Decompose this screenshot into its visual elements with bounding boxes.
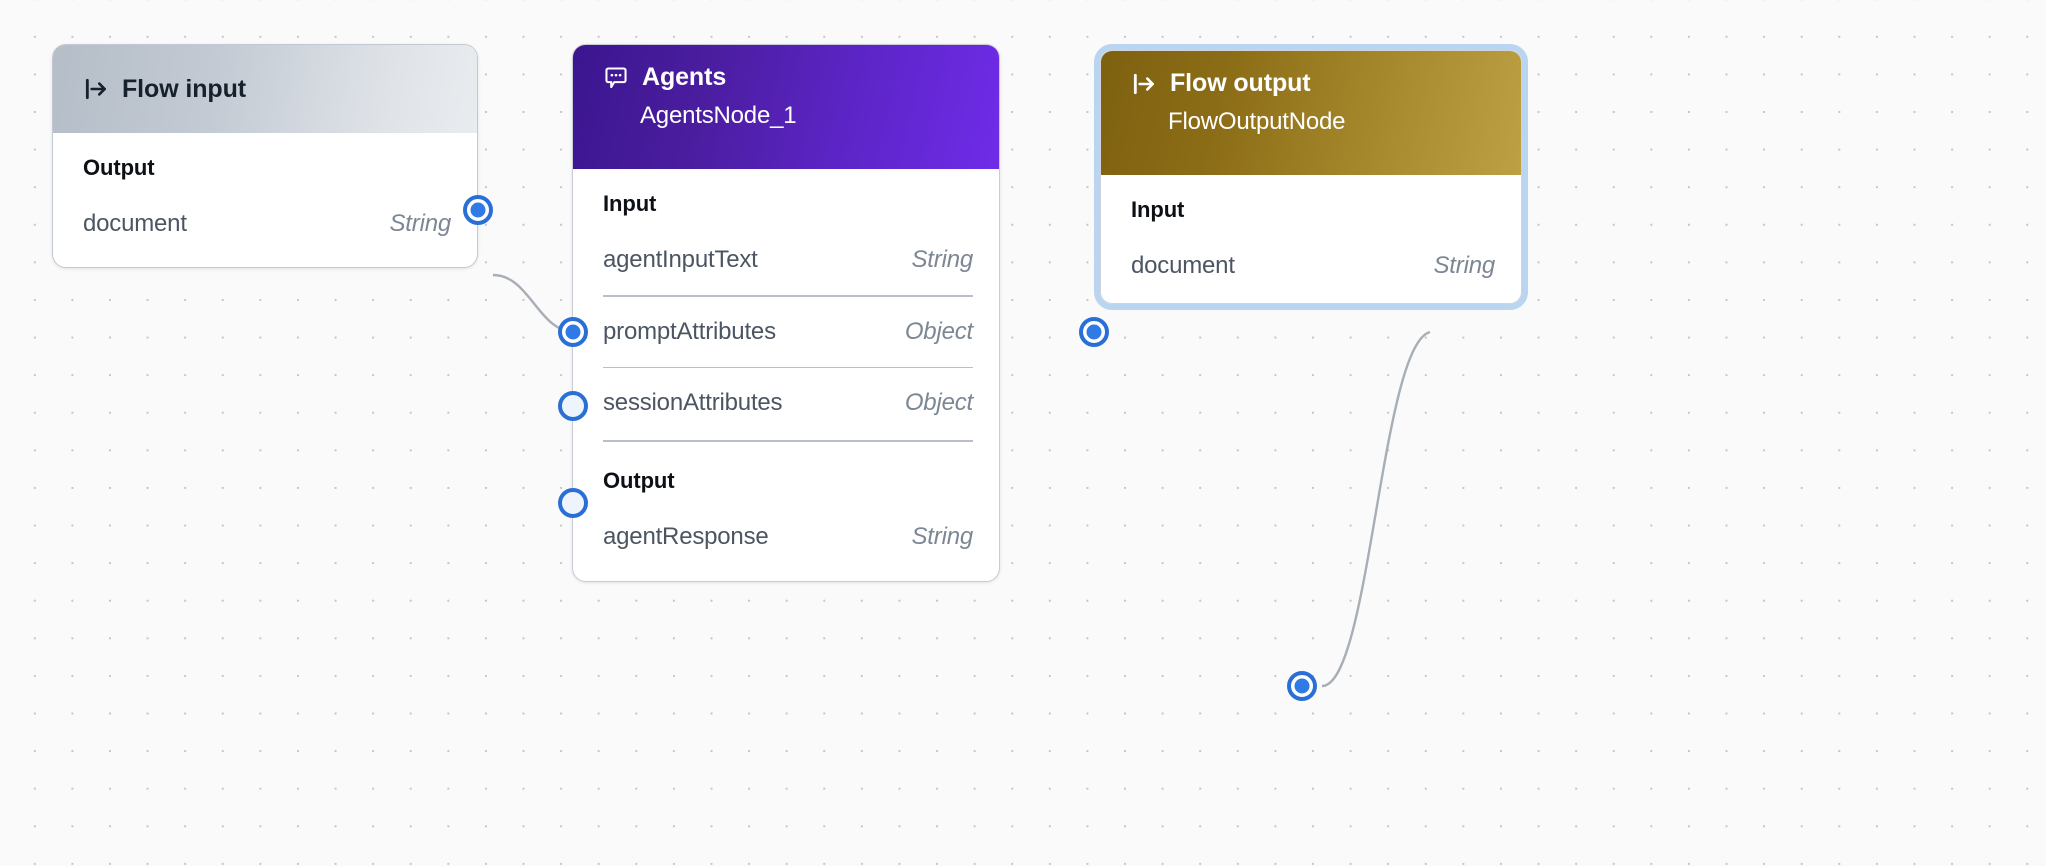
io-type: String — [1433, 252, 1496, 279]
node-flow-output-subtitle: FlowOutputNode — [1168, 108, 1346, 135]
node-flow-output-header: Flow output FlowOutputNode — [1101, 51, 1521, 175]
io-type: String — [911, 522, 974, 550]
chat-bubble-dots-icon — [603, 65, 629, 91]
io-type: String — [389, 210, 452, 237]
io-name: promptAttributes — [603, 317, 776, 345]
io-type: String — [911, 246, 974, 273]
node-flow-output[interactable]: Flow output FlowOutputNode Input documen… — [1100, 50, 1522, 304]
io-name: sessionAttributes — [603, 389, 783, 416]
section-label-output: Output — [603, 467, 675, 493]
port-flow-input-document-output[interactable] — [463, 195, 493, 225]
section-label-input: Input — [603, 191, 657, 216]
section-label-output: Output — [83, 155, 155, 180]
io-name: agentInputText — [603, 246, 758, 273]
port-core — [1294, 678, 1310, 694]
port-agents-agentresponse-output[interactable] — [1287, 671, 1317, 701]
row-divider — [603, 295, 973, 297]
node-flow-output-title: Flow output — [1170, 69, 1311, 97]
flow-output-arrow-icon — [1131, 71, 1157, 97]
node-flow-input[interactable]: Flow input Output document String — [52, 44, 478, 268]
flow-input-arrow-icon — [83, 76, 109, 102]
port-agents-sessionattributes-input[interactable] — [558, 488, 588, 518]
row-divider — [603, 440, 973, 442]
node-agents[interactable]: Agents AgentsNode_1 Input agentInputText… — [572, 44, 1000, 582]
section-label-input: Input — [1131, 197, 1185, 222]
port-core — [470, 202, 486, 218]
node-flow-input-body: Output document String — [53, 133, 477, 247]
port-core — [565, 324, 581, 340]
row-divider — [603, 366, 973, 368]
port-agents-agentinputtext-input[interactable] — [558, 317, 588, 347]
io-type: Object — [904, 317, 973, 345]
io-row-agentinputtext[interactable]: agentInputText String — [603, 237, 973, 283]
io-row-sessionattributes[interactable]: sessionAttributes Object — [603, 380, 973, 426]
node-agents-header: Agents AgentsNode_1 — [573, 45, 999, 169]
io-name: agentResponse — [603, 522, 769, 550]
port-flow-output-document-input[interactable] — [1079, 317, 1109, 347]
port-core — [1086, 324, 1102, 340]
io-row-document[interactable]: document String — [1131, 243, 1495, 289]
node-agents-title: Agents — [642, 63, 727, 91]
node-flow-output-selection-ring[interactable]: Flow output FlowOutputNode Input documen… — [1094, 44, 1528, 310]
io-name: document — [83, 210, 187, 237]
io-type: Object — [904, 389, 973, 416]
node-agents-body: Input agentInputText String promptAttrib… — [573, 169, 999, 560]
node-flow-input-header: Flow input — [53, 45, 477, 133]
port-agents-promptattributes-input[interactable] — [558, 391, 588, 421]
io-row-agentresponse[interactable]: agentResponse String — [603, 514, 973, 560]
node-agents-subtitle: AgentsNode_1 — [640, 102, 797, 129]
node-flow-output-body: Input document String — [1101, 175, 1521, 289]
io-name: document — [1131, 252, 1235, 279]
io-row-promptattributes[interactable]: promptAttributes Object — [603, 309, 973, 355]
edge-agentresponse-to-flowoutput — [1321, 330, 1431, 688]
node-flow-input-title: Flow input — [122, 74, 246, 103]
io-row-document[interactable]: document String — [83, 201, 451, 247]
